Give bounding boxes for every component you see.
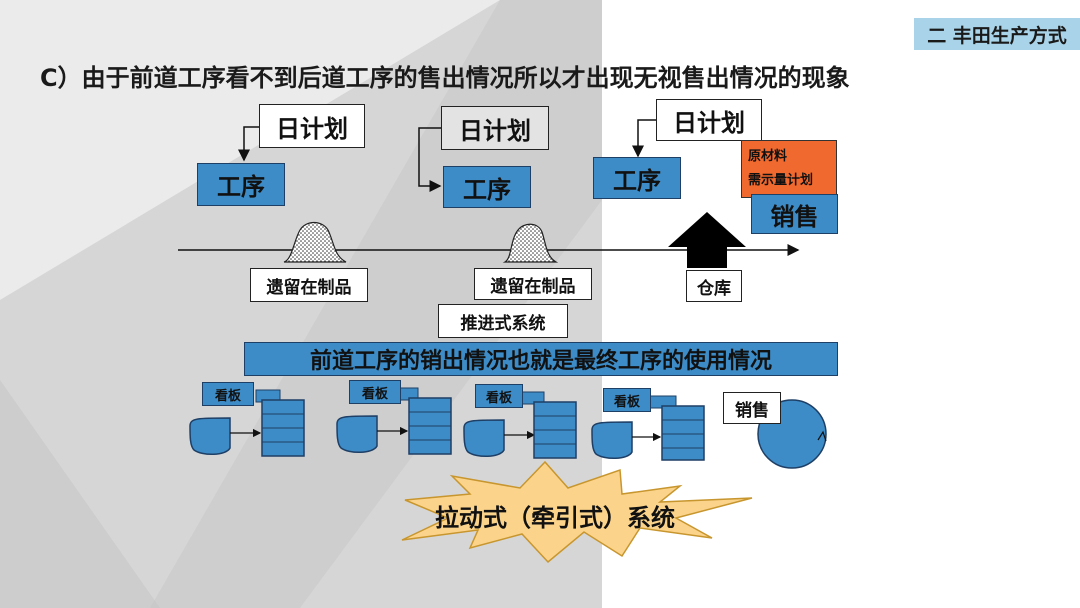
page-title: C）由于前道工序看不到后道工序的售出情况所以才出现无视售出情况的现象	[40, 64, 850, 92]
kanban-tag-3: 看板	[475, 384, 523, 408]
process-box-1: 工序	[197, 163, 285, 206]
kanban-tag-1: 看板	[202, 382, 254, 406]
plan-connector-2	[418, 127, 442, 192]
material-label: 原材料	[748, 149, 788, 164]
section-badge: 二 丰田生产方式	[914, 18, 1080, 50]
pull-system-label: 拉动式（牵引式）系统	[435, 504, 675, 532]
kanban-unit-1	[189, 389, 305, 457]
material-plan-box: 原材料 需示量计划	[741, 140, 837, 198]
process-shape-1	[189, 417, 231, 455]
push-system-label: 推进式系统	[438, 304, 568, 338]
process-shape-4	[591, 421, 633, 459]
daily-plan-box-2: 日计划	[441, 106, 549, 150]
wip-pile-1	[283, 221, 347, 263]
sales-box: 销售	[751, 194, 838, 234]
wip-label-1: 遗留在制品	[250, 268, 368, 302]
wip-label-2: 遗留在制品	[474, 268, 592, 300]
process-shape-3	[463, 419, 505, 457]
pull-system-starburst	[401, 460, 753, 564]
kanban-unit-2	[336, 387, 452, 455]
process-shape-2	[336, 415, 378, 453]
kanban-unit-4	[591, 395, 705, 461]
kanban-tag-4: 看板	[603, 388, 651, 412]
demand-plan-label: 需示量计划	[748, 173, 814, 188]
process-box-2: 工序	[443, 166, 531, 208]
kanban-sales-label: 销售	[723, 392, 781, 424]
sales-cycle-arrow	[817, 430, 827, 442]
daily-plan-box-3: 日计划	[656, 99, 762, 141]
warehouse-arrow	[668, 212, 746, 268]
usage-banner: 前道工序的销出情况也就是最终工序的使用情况	[244, 342, 838, 376]
warehouse-label: 仓库	[686, 270, 742, 302]
plan-connector-3	[632, 119, 656, 158]
kanban-tag-2: 看板	[349, 380, 401, 404]
process-box-3: 工序	[593, 157, 681, 199]
kanban-stack-4	[661, 405, 705, 461]
daily-plan-box-1: 日计划	[259, 104, 365, 148]
plan-connector-1	[238, 126, 259, 162]
wip-pile-2	[502, 223, 559, 263]
kanban-unit-3	[463, 391, 577, 459]
